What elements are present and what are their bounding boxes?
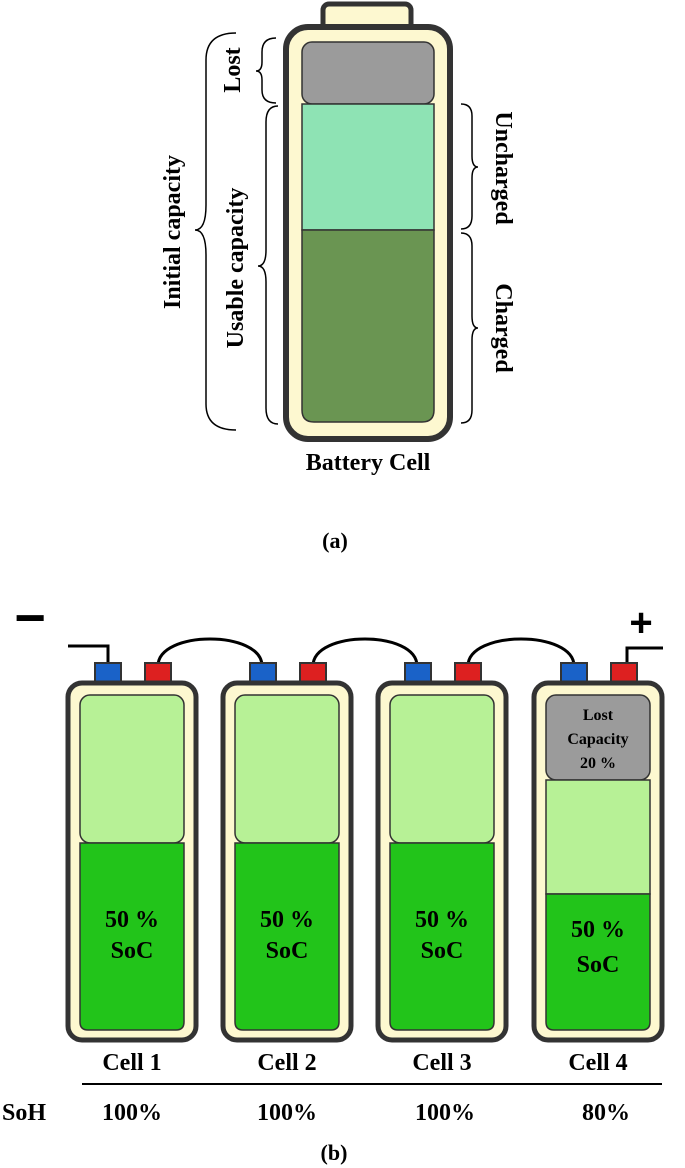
- charged-segment: [301, 229, 435, 423]
- soh-value: 100%: [102, 1100, 162, 1126]
- usable-capacity-label: Usable capacity: [223, 188, 249, 349]
- plus-sign: +: [629, 601, 652, 645]
- soc-segment: [389, 842, 495, 1031]
- charged-brace: [460, 232, 479, 424]
- lost-segment: [301, 41, 435, 105]
- soh-value: 100%: [257, 1100, 317, 1126]
- cell-name: Cell 3: [412, 1050, 471, 1076]
- wire-cell3-cell4: [466, 637, 576, 667]
- panel-a: Initial capacity Usable capacity Lost Un…: [160, 1, 516, 553]
- soc-value: 50 %: [105, 907, 159, 933]
- positive-lead: [625, 646, 663, 666]
- lost-brace: [255, 37, 277, 104]
- minus-sign: −: [14, 588, 46, 648]
- soh-value: 80%: [582, 1100, 630, 1126]
- initial-capacity-brace: [194, 32, 237, 431]
- soh-label: SoH: [2, 1100, 46, 1126]
- soc-segment: [234, 842, 340, 1031]
- empty-segment: [234, 694, 340, 844]
- battery-cell-label: Battery Cell: [306, 450, 431, 476]
- soc-label: SoC: [266, 938, 309, 964]
- empty-segment: [389, 694, 495, 844]
- soc-segment: [545, 893, 651, 1031]
- cell-name: Cell 2: [257, 1050, 316, 1076]
- soc-value: 50 %: [415, 907, 469, 933]
- empty-segment: [545, 779, 651, 895]
- lost-capacity-line2: Capacity: [567, 731, 628, 748]
- usable-capacity-brace: [257, 105, 279, 425]
- uncharged-segment: [301, 103, 435, 231]
- cell-name: Cell 4: [568, 1050, 627, 1076]
- wire-cell1-cell2: [156, 637, 264, 667]
- lost-capacity-line1: Lost: [583, 707, 614, 724]
- soc-label: SoC: [421, 938, 464, 964]
- charged-label: Charged: [490, 283, 516, 373]
- lost-label: Lost: [220, 47, 246, 92]
- soc-label: SoC: [577, 952, 620, 978]
- initial-capacity-label: Initial capacity: [160, 155, 186, 309]
- caption-a: (a): [322, 528, 348, 553]
- panel-b: − + 50 % SoC Cell 1 100% 50 %: [2, 588, 665, 1165]
- cell-1: 50 % SoC Cell 1 100%: [65, 662, 199, 1126]
- soc-value: 50 %: [571, 917, 625, 943]
- wire-cell2-cell3: [311, 637, 419, 667]
- cell-4: Lost Capacity 20 % 50 % SoC Cell 4 80%: [531, 662, 665, 1126]
- cell-2: 50 % SoC Cell 2 100%: [220, 662, 354, 1126]
- cell-3: 50 % SoC Cell 3 100%: [375, 662, 509, 1126]
- cell-name: Cell 1: [102, 1050, 161, 1076]
- empty-segment: [79, 694, 185, 844]
- soc-label: SoC: [111, 938, 154, 964]
- uncharged-label: Uncharged: [490, 111, 516, 225]
- lost-capacity-line3: 20 %: [580, 755, 616, 772]
- uncharged-brace: [460, 103, 479, 230]
- soc-segment: [79, 842, 185, 1031]
- caption-b: (b): [321, 1140, 348, 1165]
- soc-value: 50 %: [260, 907, 314, 933]
- soh-value: 100%: [415, 1100, 475, 1126]
- negative-lead: [68, 644, 110, 666]
